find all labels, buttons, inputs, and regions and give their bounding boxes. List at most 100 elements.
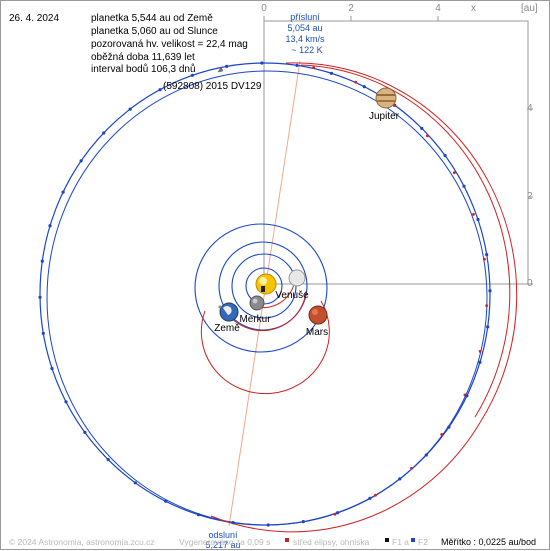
legend-f1-label: F1 a	[392, 537, 410, 547]
jupiter-band-1	[377, 94, 395, 96]
jupiter-position-point	[485, 304, 489, 307]
asteroid-position-point	[128, 107, 132, 111]
earth-orbit	[218, 241, 308, 331]
jupiter-position-point	[410, 466, 413, 470]
jupiter-position-point	[472, 213, 475, 216]
render-time-label: Vygenerováno za 0,09 s	[179, 537, 271, 547]
jupiter-band-2	[376, 100, 396, 102]
asteroid-position-point	[488, 289, 492, 293]
mars-icon	[308, 305, 328, 325]
asteroid-orbit-inner	[46, 70, 488, 526]
asteroid-position-point	[38, 295, 42, 299]
jupiter-position-point	[452, 171, 456, 175]
jupiter-position-point	[354, 80, 358, 84]
asteroid-position-point	[158, 88, 162, 92]
asteroid-position-points	[38, 61, 492, 527]
jupiter-position-point	[374, 493, 377, 497]
sun-focus-marker	[261, 286, 265, 292]
asteroid-position-point	[260, 61, 264, 65]
x-tick-label-0: 0	[261, 3, 267, 14]
info-interval: interval bodů 106,3 dnů	[91, 64, 196, 75]
x-tick-label-4: 4	[435, 3, 441, 14]
perihelion-distance: 5,054 au	[287, 23, 323, 33]
date-label: 26. 4. 2024	[9, 13, 60, 24]
legend-center-label: střed elipsy, ohniska	[293, 537, 370, 547]
info-sun-distance: planetka 5,060 au od Slunce	[91, 26, 218, 37]
perihelion-temperature: ~ 122 K	[291, 45, 323, 55]
asteroid-position-point	[420, 126, 424, 130]
venus-label: Venuše	[275, 290, 309, 301]
asteroid-position-point	[225, 64, 229, 68]
asteroid-position-point	[443, 154, 447, 158]
asteroid-position-point	[424, 453, 428, 457]
coordinate-frame	[263, 20, 529, 285]
mars-highlight	[312, 309, 318, 315]
info-period: oběžná doba 11,639 let	[91, 52, 195, 63]
jupiter-position-point	[312, 66, 315, 69]
asteroid-position-point	[190, 73, 194, 77]
jupiter-position-point	[426, 134, 429, 138]
earth-label: Země	[214, 323, 240, 334]
jupiter-icon	[375, 87, 397, 109]
mars-orbit-red	[200, 300, 330, 395]
asteroid-position-point	[79, 159, 83, 163]
asteroid-position-point	[61, 190, 65, 194]
mars-label: Mars	[305, 327, 329, 338]
asteroid-position-point	[231, 521, 235, 525]
moon-icon	[218, 305, 222, 309]
asteroid-position-point	[486, 325, 490, 329]
asteroid-position-point	[476, 217, 480, 222]
sun-highlight	[259, 277, 267, 285]
asteroid-position-point	[106, 458, 110, 462]
legend-f2-marker	[411, 538, 415, 542]
perihelion-label: přísluní	[290, 12, 320, 22]
aphelion-label: odsluní	[208, 530, 238, 540]
scale-label: Měřítko : 0,0225 au/bod	[441, 537, 537, 547]
asteroid-position-point	[447, 425, 451, 429]
jupiter-label: Jupiter	[368, 111, 400, 122]
y-tick-label-2: 2	[527, 191, 533, 202]
jupiter-position-points	[312, 66, 489, 516]
asteroid-position-point	[48, 224, 52, 228]
asteroid-position-point	[295, 63, 299, 67]
y-tick-label-0: 0	[527, 278, 533, 289]
unit-label: [au]	[521, 3, 538, 14]
jupiter-position-point	[483, 257, 486, 261]
jupiter-position-point	[440, 433, 444, 436]
mercury-highlight	[252, 298, 258, 304]
asteroid-position-point	[266, 523, 270, 527]
asteroid-position-point	[83, 430, 87, 434]
x-axis-label: x	[471, 3, 476, 14]
info-magnitude: pozorovaná hv. velikost = 22,4 mag	[91, 39, 248, 50]
asteroid-position-point	[102, 131, 106, 135]
asteroid-icon	[217, 66, 224, 73]
mercury-icon	[249, 295, 265, 311]
asteroid-position-point	[40, 259, 44, 263]
jupiter-position-point	[333, 512, 337, 516]
legend-f1-marker	[385, 538, 389, 542]
sun-icon	[255, 273, 277, 295]
asteroid-position-point	[50, 366, 54, 371]
asteroid-position-point	[196, 513, 201, 517]
asteroid-name-label: (592808) 2015 DV129	[163, 81, 262, 92]
legend-center-marker	[285, 538, 289, 542]
asteroid-position-point	[164, 499, 168, 503]
asteroid-position-point	[368, 496, 372, 500]
legend-f2-label: F2	[418, 537, 428, 547]
asteroid-position-point	[301, 520, 305, 524]
y-tick-label-4: 4	[527, 103, 533, 114]
aphelion-distance: 5,217 au	[205, 540, 241, 550]
jupiter-orbit-inner	[300, 64, 511, 418]
asteroid-position-point	[478, 360, 482, 364]
jupiter-position-point	[463, 393, 467, 397]
jupiter-position-point	[478, 350, 482, 353]
mars-orbit-blue	[194, 223, 328, 353]
x-tick-label-2: 2	[348, 3, 354, 14]
asteroid-position-point	[485, 253, 489, 257]
asteroid-position-point	[133, 481, 137, 485]
info-earth-distance: planetka 5,544 au od Země	[91, 13, 213, 24]
venus-icon	[288, 269, 306, 287]
jupiter-orbit	[210, 62, 518, 533]
